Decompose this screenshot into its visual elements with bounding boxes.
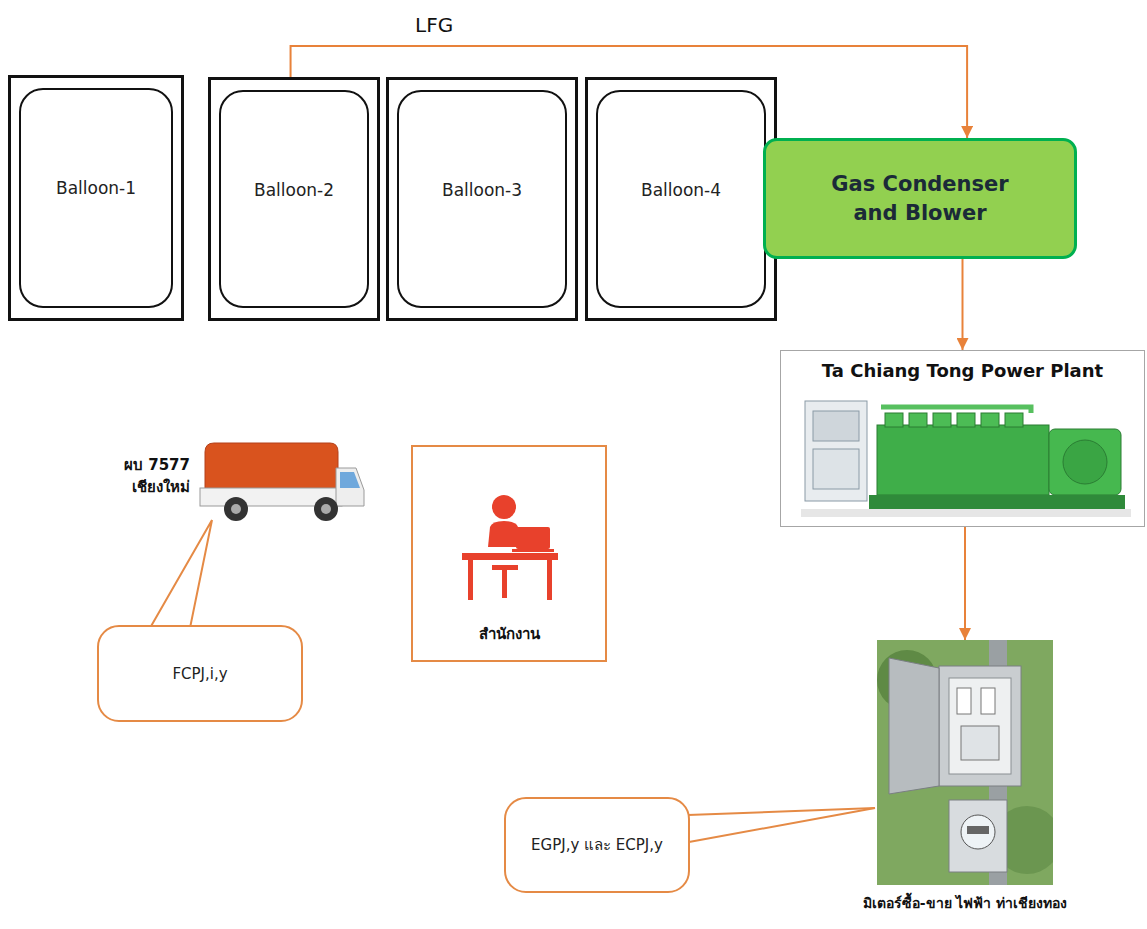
callout-bubble: EGPJ,y และ ECPJ,y (504, 797, 690, 893)
node-label: Balloon-3 (442, 180, 522, 200)
cylinder-head (957, 413, 975, 427)
node-label: สำนักงาน (479, 622, 540, 646)
cylinder-head (1005, 413, 1023, 427)
breaker (957, 688, 971, 714)
flow-arrow (291, 46, 968, 138)
generator-end (1063, 440, 1107, 484)
node-label: Gas Condenser and Blower (820, 170, 1020, 227)
node-label: Balloon-1 (56, 178, 136, 198)
cylinder-head (981, 413, 999, 427)
foliage (877, 650, 937, 710)
cabinet-door (889, 658, 939, 794)
photo-caption: มิเตอร์ซื้อ-ขาย ไฟฟ้า ท่าเชียงทอง (863, 892, 1068, 914)
callout-tail (688, 808, 875, 842)
gas-balloon: Balloon-1 (8, 75, 184, 321)
desk-leg (547, 560, 552, 600)
meter-glass (961, 815, 995, 849)
terminal (961, 726, 999, 760)
node-label: Ta Chiang Tong Power Plant (822, 360, 1103, 381)
truck-wheel (314, 497, 338, 521)
callout-tail (150, 520, 212, 628)
cabinet-body (939, 666, 1021, 786)
node-label: Balloon-4 (641, 180, 721, 200)
engine-block (877, 425, 1049, 495)
cabinet-panel (813, 411, 859, 441)
foliage-background (877, 640, 1053, 885)
meter-dial (967, 826, 989, 834)
floor-shadow (801, 509, 1131, 517)
truck-cover (205, 443, 338, 492)
generator (1049, 429, 1121, 495)
pole (989, 640, 1007, 885)
control-cabinet (805, 401, 867, 501)
engine-pipe (881, 407, 1031, 413)
flow-arrow (962, 259, 964, 350)
balloon-outline (219, 90, 369, 308)
node-label: Balloon-2 (254, 180, 334, 200)
cabinet-panel (813, 449, 859, 489)
office-icon (454, 485, 564, 605)
person-head (492, 495, 516, 519)
gas-balloon: Balloon-4 (585, 77, 777, 321)
balloon-outline (19, 88, 173, 308)
meter-box (949, 800, 1007, 872)
meter-photo: มิเตอร์ซื้อ-ขาย ไฟฟ้า ท่าเชียงทอง (805, 640, 1125, 912)
desk-leg (468, 560, 473, 600)
person-body (488, 521, 520, 547)
balloon-outline (596, 90, 766, 308)
truck-wheel (224, 497, 248, 521)
office-box: สำนักงาน (411, 445, 607, 662)
cylinder-head (885, 413, 903, 427)
gas-balloon: Balloon-2 (208, 77, 380, 321)
edge-label: LFG (412, 13, 456, 37)
power-plant-box: Ta Chiang Tong Power Plant (780, 350, 1145, 527)
callout-bubble: FCPJ,i,y (97, 625, 303, 722)
balloon-outline (397, 90, 567, 308)
chair-seat (492, 565, 518, 570)
node-label: FCPJ,i,y (172, 665, 227, 683)
flow-arrow (964, 527, 966, 640)
cylinder-head (933, 413, 951, 427)
desk-top (462, 553, 558, 560)
engine-illustration (781, 387, 1146, 525)
chair-post (502, 570, 507, 598)
laptop-base (512, 549, 554, 552)
truck-hub (321, 504, 331, 514)
engine-base (869, 495, 1125, 509)
callout-tail-line (689, 808, 875, 842)
truck-hub (231, 504, 241, 514)
gas-balloon: Balloon-3 (386, 77, 578, 321)
breaker (981, 688, 995, 714)
laptop (516, 527, 550, 549)
truck-window (340, 472, 360, 488)
truck-cab (336, 468, 364, 506)
cylinder-head (909, 413, 927, 427)
truck-illustration (200, 443, 364, 521)
vehicle-plate: ผบ 7577 เชียงใหม่ (104, 455, 190, 499)
meter-illustration (877, 640, 1053, 885)
process-box: Gas Condenser and Blower (763, 138, 1077, 259)
node-label: EGPJ,y และ ECPJ,y (531, 833, 663, 857)
cabinet-inside (949, 678, 1011, 774)
foliage (993, 806, 1053, 874)
